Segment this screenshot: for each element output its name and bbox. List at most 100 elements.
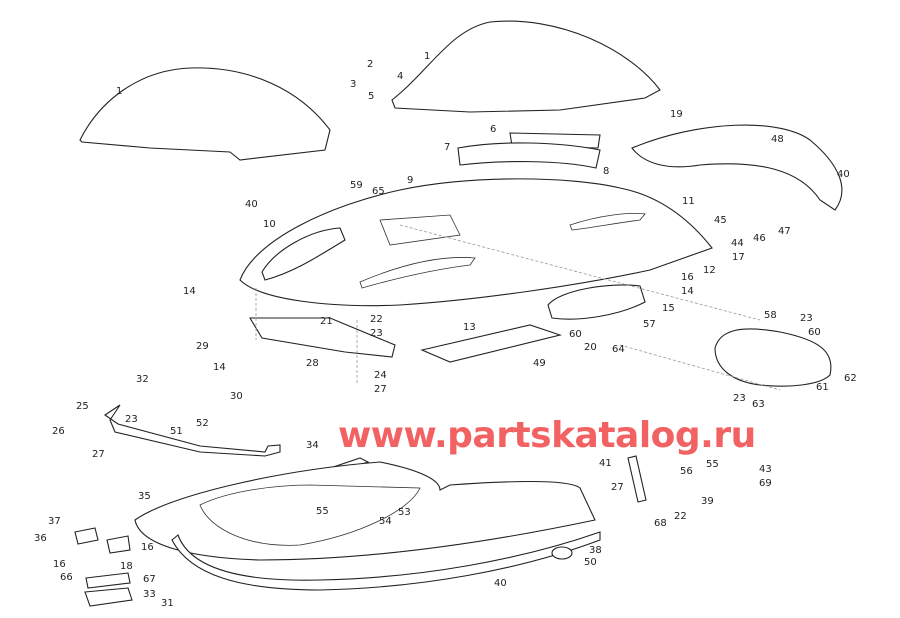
callout-16: 16 <box>681 272 694 283</box>
callout-23: 23 <box>800 313 813 324</box>
callout-60: 60 <box>808 327 821 338</box>
callout-13: 13 <box>463 322 476 333</box>
callout-47: 47 <box>778 226 791 237</box>
callout-16: 16 <box>53 559 66 570</box>
callout-14: 14 <box>183 286 196 297</box>
callout-62: 62 <box>844 373 857 384</box>
callout-5: 5 <box>368 91 374 102</box>
callout-24: 24 <box>374 370 387 381</box>
callout-65: 65 <box>372 186 385 197</box>
callout-32: 32 <box>136 374 149 385</box>
reflector-frame <box>547 284 646 320</box>
callout-22: 22 <box>674 511 687 522</box>
callout-52: 52 <box>196 418 209 429</box>
callout-17: 17 <box>732 252 745 263</box>
callout-44: 44 <box>731 238 744 249</box>
callout-49: 49 <box>533 358 546 369</box>
block-33 <box>84 587 133 607</box>
callout-38: 38 <box>589 545 602 556</box>
callout-26: 26 <box>52 426 65 437</box>
callout-14: 14 <box>213 362 226 373</box>
bottom-pan <box>134 461 596 561</box>
callout-69: 69 <box>759 478 772 489</box>
rear-cowl <box>631 124 843 211</box>
callout-27: 27 <box>92 449 105 460</box>
callout-4: 4 <box>397 71 403 82</box>
callout-48: 48 <box>771 134 784 145</box>
callout-33: 33 <box>143 589 156 600</box>
hood-side-vent <box>569 213 646 231</box>
callout-40: 40 <box>837 169 850 180</box>
callout-60: 60 <box>569 329 582 340</box>
callout-45: 45 <box>714 215 727 226</box>
callout-8: 8 <box>603 166 609 177</box>
callout-15: 15 <box>662 303 675 314</box>
callout-56: 56 <box>680 466 693 477</box>
callout-39: 39 <box>701 496 714 507</box>
callout-41: 41 <box>599 458 612 469</box>
callout-51: 51 <box>170 426 183 437</box>
callout-37: 37 <box>48 516 61 527</box>
callout-16: 16 <box>141 542 154 553</box>
callout-2: 2 <box>367 59 373 70</box>
callout-25: 25 <box>76 401 89 412</box>
hood-opening <box>379 214 461 246</box>
callout-55: 55 <box>316 506 329 517</box>
callout-50: 50 <box>584 557 597 568</box>
bracket-21 <box>249 317 396 358</box>
callout-31: 31 <box>161 598 174 609</box>
callout-21: 21 <box>320 316 333 327</box>
mat-49 <box>420 324 562 363</box>
alignment-line <box>399 224 761 321</box>
strut-41 <box>627 455 647 503</box>
callout-9: 9 <box>407 175 413 186</box>
hood <box>239 178 713 307</box>
callout-40: 40 <box>494 578 507 589</box>
callout-66: 66 <box>60 572 73 583</box>
callout-57: 57 <box>643 319 656 330</box>
callout-30: 30 <box>230 391 243 402</box>
callout-19: 19 <box>670 109 683 120</box>
taillight <box>714 328 832 387</box>
callout-34: 34 <box>306 440 319 451</box>
callout-6: 6 <box>490 124 496 135</box>
console-cover <box>457 142 601 169</box>
callout-10: 10 <box>263 219 276 230</box>
callout-28: 28 <box>306 358 319 369</box>
callout-53: 53 <box>398 507 411 518</box>
callout-46: 46 <box>753 233 766 244</box>
callout-18: 18 <box>120 561 133 572</box>
pad-67 <box>85 572 131 589</box>
callout-7: 7 <box>444 142 450 153</box>
callout-23: 23 <box>125 414 138 425</box>
callout-20: 20 <box>584 342 597 353</box>
callout-59: 59 <box>350 180 363 191</box>
windshield-right <box>391 20 661 113</box>
callout-12: 12 <box>703 265 716 276</box>
headlight-housing <box>261 227 346 281</box>
callout-3: 3 <box>350 79 356 90</box>
trim-38 <box>171 531 601 591</box>
callout-67: 67 <box>143 574 156 585</box>
callout-40: 40 <box>245 199 258 210</box>
alignment-line <box>619 344 781 391</box>
bumper-25 <box>104 404 281 457</box>
callout-29: 29 <box>196 341 209 352</box>
callout-61: 61 <box>816 382 829 393</box>
callout-23: 23 <box>733 393 746 404</box>
hood-vent <box>359 257 476 289</box>
callout-35: 35 <box>138 491 151 502</box>
callout-22: 22 <box>370 314 383 325</box>
callout-63: 63 <box>752 399 765 410</box>
watermark: www.partskatalog.ru <box>338 415 756 456</box>
callout-23: 23 <box>370 328 383 339</box>
callout-55: 55 <box>706 459 719 470</box>
callout-58: 58 <box>764 310 777 321</box>
callout-27: 27 <box>374 384 387 395</box>
callout-14: 14 <box>681 286 694 297</box>
callout-36: 36 <box>34 533 47 544</box>
callout-43: 43 <box>759 464 772 475</box>
